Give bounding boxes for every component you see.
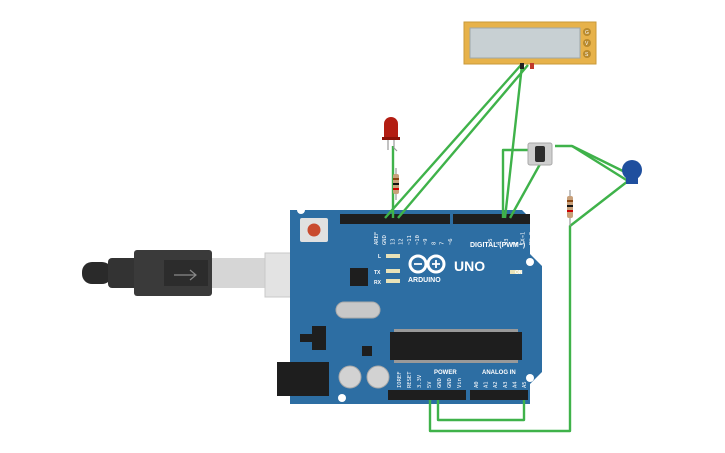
top-pin-label: TX→1 — [521, 232, 527, 245]
lcd-pin-v — [583, 39, 591, 47]
led-on-indicator — [510, 270, 522, 274]
top-pin-label: ~10 — [415, 235, 421, 245]
top-pin-label: AREF — [374, 232, 380, 245]
lcd-screen — [469, 27, 581, 59]
lcd-module[interactable]: G V S — [463, 21, 597, 69]
power-pin-label: GND — [447, 378, 453, 388]
resistor-button[interactable] — [567, 190, 573, 226]
analog-pin-label: A2 — [493, 381, 499, 388]
wire-lcd-1 — [397, 64, 529, 219]
led-tx-label: TX — [374, 270, 381, 276]
analog-label: ANALOG IN — [482, 370, 516, 376]
top-pin-label: ~3 — [504, 238, 510, 245]
svg-text:V: V — [585, 41, 589, 47]
arduino-logo-icon — [408, 254, 446, 274]
top-pin-label: 8 — [431, 242, 437, 245]
wire-lcd-2 — [384, 64, 522, 219]
led-tx-indicator — [386, 269, 400, 273]
power-header — [388, 390, 466, 400]
analog-pin-label: A0 — [474, 381, 480, 388]
top-pin-label: ~6 — [448, 238, 454, 245]
digital-header-label: DIGITAL (PWM~) — [470, 242, 525, 249]
top-pin-label: 13 — [390, 238, 396, 245]
analog-header — [470, 390, 528, 400]
power-pin-label: GND — [437, 378, 443, 388]
top-pin-label: ~9 — [423, 238, 429, 245]
push-button[interactable] — [527, 142, 553, 166]
digital-header-left — [340, 214, 450, 224]
led-rx-indicator — [386, 279, 400, 283]
power-jack — [277, 362, 329, 396]
red-led[interactable] — [382, 117, 400, 152]
svg-text:G: G — [585, 30, 589, 36]
top-pin-label: 7 — [440, 242, 446, 245]
power-pin-label: IOREF — [397, 371, 403, 388]
led-l-label: L — [378, 254, 381, 260]
usb-cable[interactable] — [82, 250, 328, 298]
analog-pin-label: A4 — [512, 381, 518, 388]
power-pin-label: 5V — [427, 381, 433, 388]
top-pin-label: 2 — [512, 242, 518, 245]
top-pin-label: 4 — [496, 241, 502, 245]
resistor-led[interactable] — [393, 168, 399, 200]
wire-power-analog — [436, 400, 526, 422]
top-pin-label: ~11 — [407, 235, 413, 245]
lcd-pin-s — [583, 50, 591, 58]
analog-pin-label: A3 — [503, 381, 509, 388]
board-model: UNO — [454, 258, 485, 274]
analog-pin-label: A5 — [522, 381, 528, 388]
digital-header-right — [453, 214, 530, 224]
atmega-chip — [390, 332, 522, 360]
top-pin-label: 12 — [399, 238, 405, 245]
led-on-label: ON — [515, 270, 523, 276]
svg-text:S: S — [585, 52, 589, 58]
power-pin-label: RESET — [407, 371, 413, 388]
top-pin-label: RX←0 — [529, 232, 535, 245]
power-label: POWER — [434, 370, 457, 376]
power-pin-label: 3.3V — [417, 374, 423, 388]
top-pin-label: ~5 — [488, 238, 494, 245]
led-l-indicator — [386, 254, 400, 258]
board-brand: ARDUINO — [408, 277, 441, 284]
top-pin-label: GND — [382, 235, 388, 245]
power-pin-label: Vin — [457, 378, 463, 388]
led-rx-label: RX — [374, 280, 382, 286]
analog-pin-label: A1 — [484, 381, 490, 388]
lcd-pin-g — [583, 28, 591, 36]
piezo-buzzer[interactable] — [622, 160, 642, 184]
